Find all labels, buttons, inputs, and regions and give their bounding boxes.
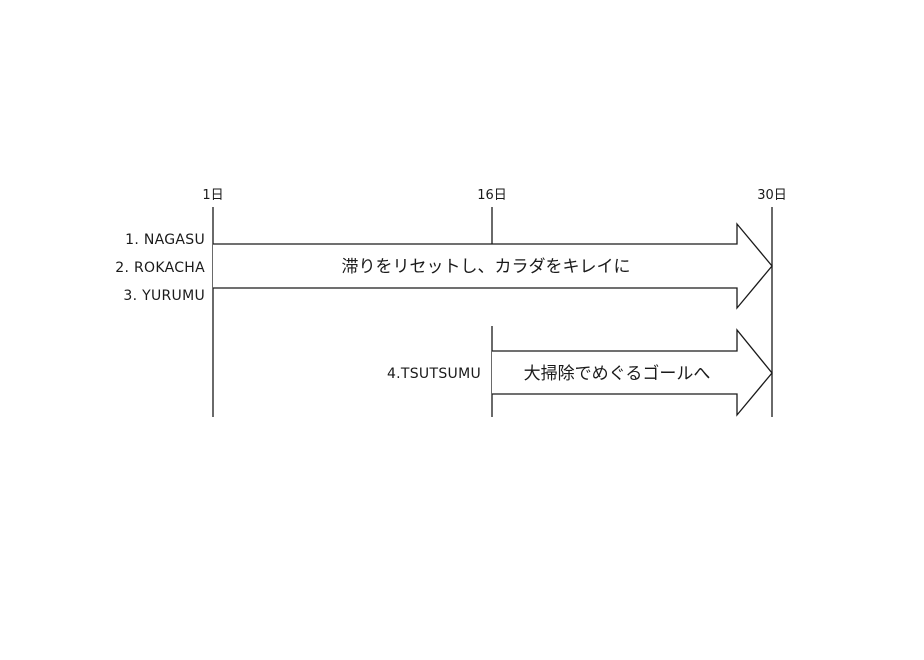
day-16-label: 16日 — [477, 188, 507, 203]
step-rokacha-label: 2. ROKACHA — [115, 260, 205, 276]
day-30-label: 30日 — [757, 188, 787, 203]
phase-one-arrow — [213, 222, 773, 310]
step-nagasu-label: 1. NAGASU — [125, 232, 205, 248]
step-yurumu-label: 3. YURUMU — [123, 288, 205, 304]
phase-two-message: 大掃除でめぐるゴールへ — [524, 363, 711, 384]
phase-one-message: 滞りをリセットし、カラダをキレイに — [342, 257, 631, 277]
step-tsutsumu-label: 4.TSUTSUMU — [387, 366, 481, 382]
phase-two-arrow — [492, 328, 773, 417]
day-1-label: 1日 — [202, 188, 223, 203]
